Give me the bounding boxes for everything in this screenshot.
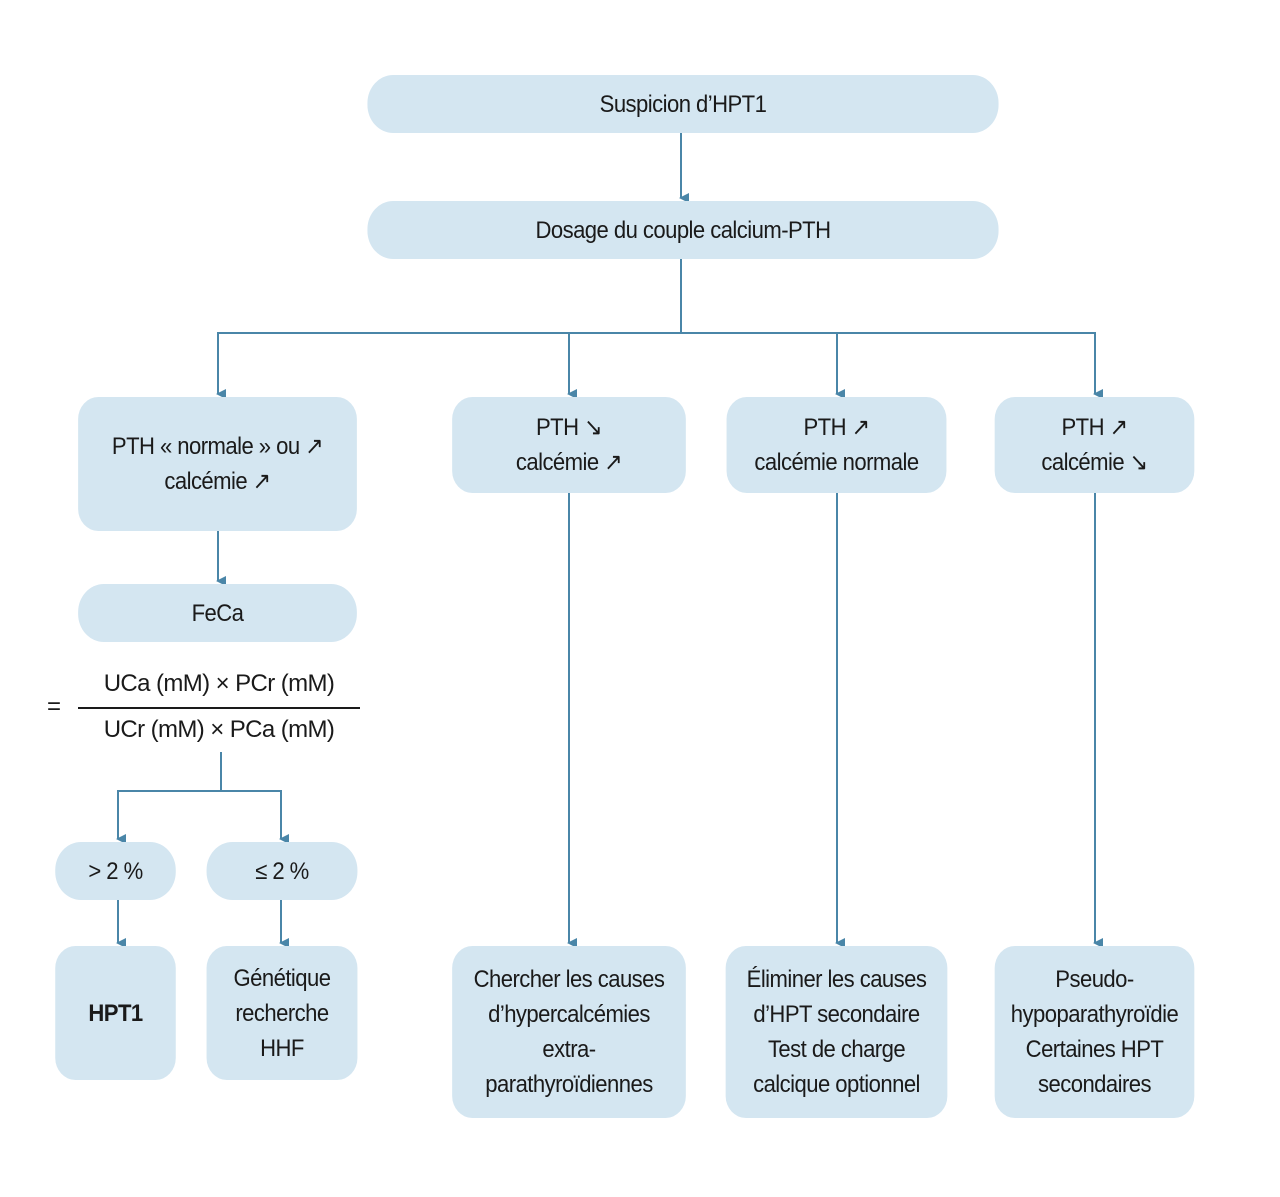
node-feca-le-2-percent: ≤ 2 % — [206, 842, 358, 900]
formula-fraction-bar — [78, 707, 360, 709]
node-feca-greater-2-percent: > 2 % — [55, 842, 176, 900]
node-text: Génétique — [233, 964, 331, 992]
node-text: PTH « normale » ou ↗ — [111, 433, 324, 460]
node-text: > 2 % — [88, 857, 143, 885]
node-pth-normale-calcemie-haute: PTH « normale » ou ↗ calcémie ↗ — [78, 397, 357, 531]
node-text: Chercher les causes — [473, 966, 665, 993]
formula-numerator: UCa (mM) × PCr (mM) — [103, 670, 335, 697]
node-text: Test de charge — [767, 1036, 906, 1063]
node-text: PTH ↘ — [535, 414, 603, 441]
node-suspicion-hpt1: Suspicion d’HPT1 — [367, 75, 999, 133]
node-causes-hypercalcemies-extra-parathyroidiennes: Chercher les causes d’hypercalcémies ext… — [452, 946, 686, 1118]
node-hpt1: HPT1 — [55, 946, 176, 1080]
formula-denominator: UCr (mM) × PCa (mM) — [103, 716, 335, 743]
node-text: recherche — [235, 999, 329, 1027]
node-pth-haute-calcemie-normale: PTH ↗ calcémie normale — [726, 397, 947, 493]
node-text: Suspicion d’HPT1 — [599, 90, 767, 118]
node-text: PTH ↗ — [1061, 414, 1128, 441]
node-text: HPT1 — [88, 999, 143, 1027]
node-text: Pseudo- — [1055, 966, 1134, 993]
node-text: HHF — [260, 1034, 304, 1062]
node-text: calcique optionnel — [753, 1071, 920, 1098]
node-text: calcémie ↗ — [164, 468, 271, 495]
node-genetique-recherche-hhf: Génétique recherche HHF — [206, 946, 358, 1080]
node-text: calcémie ↗ — [515, 449, 623, 476]
node-feca: FeCa — [78, 584, 357, 642]
formula-equals: = — [47, 693, 62, 720]
node-text: calcémie normale — [754, 449, 919, 476]
node-pseudo-hypoparathyroidie: Pseudo- hypoparathyroïdie Certaines HPT … — [994, 946, 1195, 1118]
node-pth-haute-calcemie-basse: PTH ↗ calcémie ↘ — [994, 397, 1195, 493]
node-text: calcémie ↘ — [1041, 449, 1148, 476]
node-text: secondaires — [1038, 1071, 1152, 1098]
node-text: extra- — [542, 1036, 596, 1063]
node-text: d’HPT secondaire — [753, 1001, 920, 1028]
node-text: Certaines HPT — [1025, 1036, 1164, 1063]
node-pth-basse-calcemie-haute: PTH ↘ calcémie ↗ — [452, 397, 686, 493]
node-text: parathyroïdiennes — [485, 1071, 653, 1098]
node-dosage-calcium-pth: Dosage du couple calcium-PTH — [367, 201, 999, 259]
node-eliminer-hpt-secondaire: Éliminer les causes d’HPT secondaire Tes… — [725, 946, 948, 1118]
node-text: Dosage du couple calcium-PTH — [535, 216, 831, 244]
node-text: hypoparathyroïdie — [1010, 1001, 1179, 1028]
node-text: d’hypercalcémies — [488, 1001, 650, 1028]
node-text: PTH ↗ — [803, 414, 870, 441]
node-text: FeCa — [191, 599, 244, 627]
node-text: Éliminer les causes — [746, 966, 927, 993]
node-text: ≤ 2 % — [255, 857, 309, 885]
